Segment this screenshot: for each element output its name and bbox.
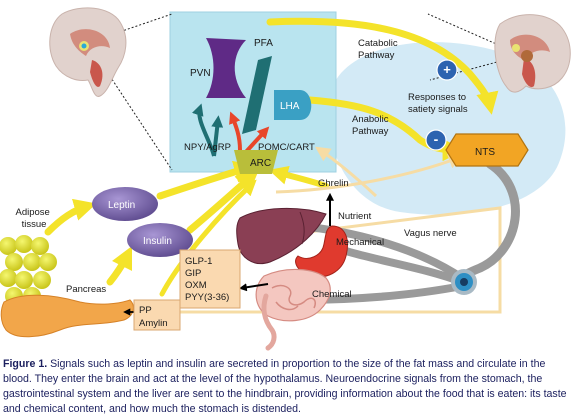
pfa-shape [242, 56, 272, 134]
responses-label-line1: Responses to [408, 92, 466, 103]
pp-amylin-box [133, 299, 181, 331]
npy-agrp-arrows [211, 115, 224, 157]
catabolic-plus-icon [436, 59, 458, 81]
insulin-label: Insulin [143, 236, 172, 247]
peptide-oxm: OXM [185, 280, 207, 291]
pomc-cart-label: POMC/CART [258, 142, 315, 153]
pancreas-label: Pancreas [66, 284, 106, 295]
anabolic-label-line2: Pathway [352, 126, 389, 137]
liver-icon [236, 207, 327, 264]
liver-lobe-line [299, 211, 305, 245]
pfa-label: PFA [254, 38, 273, 49]
figure-caption-text: Signals such as leptin and insulin are s… [3, 358, 567, 415]
anabolic-minus-icon [425, 129, 447, 151]
feedback-loop [164, 206, 502, 314]
lha-shape [274, 90, 312, 120]
anabolic-label-line1: Anabolic [352, 114, 389, 125]
responses-label: Responses to satiety signals [408, 92, 469, 115]
npy-agrp-arrows [192, 103, 216, 157]
anabolic-label: Anabolic Pathway [352, 114, 391, 137]
pvn-shape [206, 38, 246, 98]
minus-sign: - [434, 131, 439, 147]
adipose-tissue-icon [0, 235, 57, 305]
catabolic-label-line2: Pathway [358, 50, 395, 61]
zoom-line [427, 13, 511, 51]
pancreas-to-insulin-arrow [106, 245, 133, 286]
brain-right-icon [494, 14, 571, 93]
plus-sign: + [443, 62, 451, 77]
catabolic-arrow [266, 17, 499, 115]
nts-label: NTS [475, 147, 495, 158]
peptide-gip: GIP [185, 268, 201, 279]
catabolic-label: Catabolic Pathway [358, 38, 400, 61]
leptin-label: Leptin [108, 200, 135, 211]
vagus-ganglion-icon [451, 269, 477, 295]
vagus-nerve-label: Vagus nerve [404, 228, 457, 239]
lha-label: LHA [280, 101, 300, 112]
intestines-icon [255, 268, 331, 351]
pancreas-icon [0, 294, 134, 338]
chemical-label: Chemical [312, 289, 352, 300]
ghrelin-label: Ghrelin [318, 178, 349, 189]
feedback-arrow-nts [275, 154, 464, 194]
feedback-arrow-top [315, 146, 378, 198]
arc-label: ARC [250, 158, 271, 169]
pp-label: PP [139, 305, 152, 316]
brain-left-icon [49, 7, 127, 97]
catabolic-label-line1: Catabolic [358, 38, 398, 49]
figure-label: Figure 1. [3, 358, 48, 370]
peptide-list: GLP-1 GIP OXM PYY(3-36) [185, 256, 229, 303]
amylin-label: Amylin [139, 318, 168, 329]
pomc-cart-arrows [229, 111, 242, 151]
pp-to-arc-arrow [159, 179, 257, 297]
adipose-label-line2: tissue [22, 219, 47, 230]
peptide-box [179, 249, 241, 309]
pvn-label: PVN [190, 68, 211, 79]
figure-caption: Figure 1. Signals such as leptin and ins… [3, 357, 577, 417]
mechanical-label: Mechanical [336, 237, 384, 248]
zoom-line [89, 13, 173, 43]
nts-box [445, 133, 529, 167]
arc-shape [234, 150, 278, 174]
adipose-tissue-label: Adipose tissue [16, 207, 53, 230]
vagus-branch-liver [296, 222, 466, 282]
adipose-label-line1: Adipose [16, 207, 50, 218]
adipose-to-leptin-arrow [44, 198, 97, 236]
stomach-icon [295, 225, 348, 278]
peptide-arrow [238, 283, 269, 292]
peptide-glp1: GLP-1 [185, 256, 212, 267]
nutrient-label: Nutrient [338, 211, 372, 222]
ghrelin-to-arc-arrow [268, 165, 329, 189]
insulin-blob [127, 223, 193, 257]
leptin-blob [92, 187, 158, 221]
satiety-signaling-diagram: PFA PVN LHA NPY/AgRP POMC/CART ARC NTS L… [0, 7, 571, 351]
peptide-pyy: PYY(3-36) [185, 292, 229, 303]
responses-label-line2: satiety signals [408, 104, 468, 115]
npy-agrp-label: NPY/AgRP [184, 142, 231, 153]
